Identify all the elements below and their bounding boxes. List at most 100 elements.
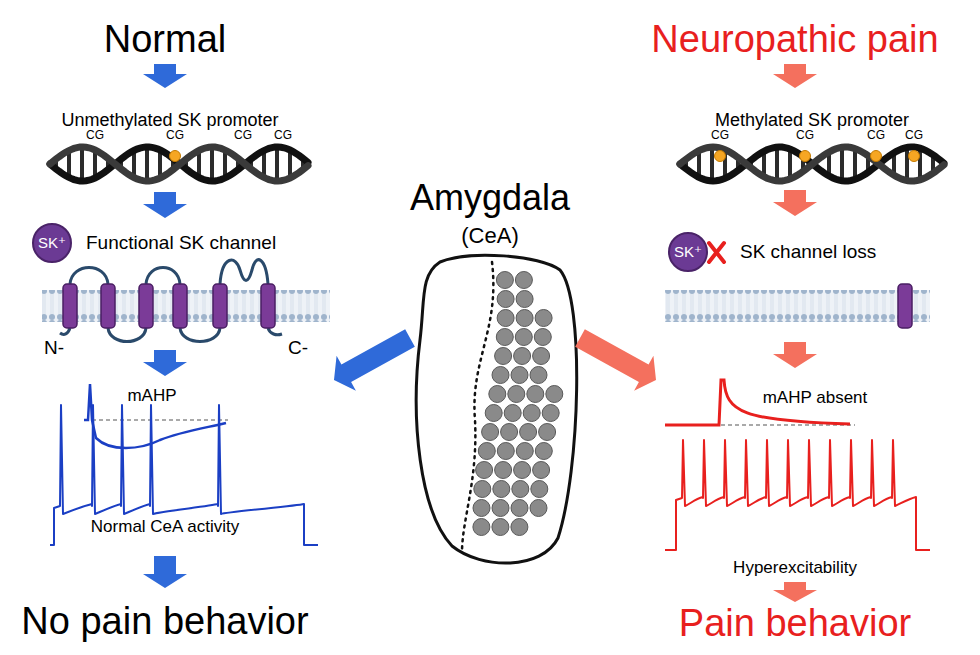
flow-arrow xyxy=(143,556,187,588)
base-pair xyxy=(840,147,844,180)
neuron xyxy=(492,367,509,384)
neuron xyxy=(514,462,531,479)
column-heading: Neuropathic pain xyxy=(651,19,938,61)
text-label: N- xyxy=(44,338,64,359)
neuron xyxy=(533,462,550,479)
neuron-dots xyxy=(473,272,563,536)
neuron xyxy=(514,348,531,365)
flow-arrow xyxy=(773,582,817,602)
neuron xyxy=(496,329,513,346)
cpg-site: CG xyxy=(166,129,184,142)
sk-channel-circle: SK⁺ xyxy=(32,223,72,263)
text-label: Amygdala xyxy=(410,178,570,218)
base-pair xyxy=(145,147,149,181)
flow-arrow xyxy=(570,320,665,397)
base-pair xyxy=(80,147,84,181)
neuron xyxy=(496,272,513,289)
base-pair xyxy=(210,147,214,181)
neuron xyxy=(501,424,518,441)
promoter-label: Unmethylated SK promoter xyxy=(61,111,278,131)
neuron xyxy=(516,291,533,308)
neuron xyxy=(511,500,528,517)
neuron xyxy=(492,500,509,517)
spike-trains xyxy=(50,405,930,550)
dna xyxy=(50,147,944,181)
base-pair xyxy=(775,147,779,181)
outcome-label: Pain behavior xyxy=(679,603,911,645)
flow-arrow xyxy=(143,64,187,88)
flow-arrow xyxy=(324,320,419,397)
cpg-site: CG xyxy=(86,129,104,142)
base-pair xyxy=(275,147,279,181)
neuron xyxy=(489,386,506,403)
neuron xyxy=(485,405,502,422)
base-pair xyxy=(853,149,857,180)
base-pair xyxy=(788,149,792,179)
neuron xyxy=(508,386,525,403)
dna-strand xyxy=(680,147,944,181)
text-label: Normal CeA activity xyxy=(91,518,239,537)
neuron xyxy=(495,462,512,479)
text-label: Functional SK channel xyxy=(86,233,276,254)
neuron xyxy=(476,462,493,479)
neuron xyxy=(535,443,552,460)
base-pair xyxy=(710,147,714,181)
neuron xyxy=(482,424,499,441)
neuron xyxy=(497,291,514,308)
text-label: Hyperexcitability xyxy=(733,559,857,578)
neuron xyxy=(530,367,547,384)
methyl-group xyxy=(871,151,882,162)
text-label: (CeA) xyxy=(461,224,518,248)
mahp-trace xyxy=(84,384,226,448)
amygdala-outline xyxy=(416,255,576,563)
dna-strand xyxy=(50,147,308,181)
spike-trace xyxy=(665,440,930,550)
flow-arrow xyxy=(773,342,817,368)
text-label: mAHP absent xyxy=(763,389,868,408)
channel-name: SK⁺ xyxy=(674,243,702,261)
promoter-label: Methylated SK promoter xyxy=(715,111,909,131)
channel-helices xyxy=(63,284,275,328)
methyl-group xyxy=(800,151,811,162)
neuron xyxy=(474,481,491,498)
neuron xyxy=(523,405,540,422)
channel-helix xyxy=(898,284,912,328)
cpg-site: CG xyxy=(711,129,729,142)
methyl-group xyxy=(170,151,181,162)
cpg-site: CG xyxy=(796,129,814,142)
flow-arrow xyxy=(773,190,817,216)
neuron xyxy=(511,519,528,536)
text-label: C- xyxy=(288,338,308,359)
neuron xyxy=(493,481,510,498)
cpg-site: CG xyxy=(905,129,923,142)
flow-arrow xyxy=(143,192,187,218)
neuron xyxy=(527,386,544,403)
methyl-group xyxy=(715,151,726,162)
channel-name: SK⁺ xyxy=(38,234,66,252)
neuron xyxy=(534,329,551,346)
neuron xyxy=(542,405,559,422)
neuron xyxy=(511,367,528,384)
flow-arrow xyxy=(773,64,817,88)
dna-strand xyxy=(680,147,944,181)
neuron xyxy=(520,424,537,441)
baseline-dashed xyxy=(85,419,228,420)
outcome-label: No pain behavior xyxy=(21,601,308,643)
neuron xyxy=(473,519,490,536)
base-pair xyxy=(905,147,909,180)
loss-cross xyxy=(709,243,724,262)
neuron xyxy=(515,272,532,289)
neuron xyxy=(531,481,548,498)
neuron xyxy=(530,500,547,517)
neuron xyxy=(516,443,533,460)
neuron xyxy=(473,500,490,517)
neuron xyxy=(504,405,521,422)
spike-trace xyxy=(50,405,318,545)
dna-strand xyxy=(50,147,308,181)
membrane-lipids xyxy=(665,290,930,322)
text-label: mAHP xyxy=(127,387,176,406)
cpg-site: CG xyxy=(867,129,885,142)
neuron xyxy=(497,310,514,327)
arrows xyxy=(143,64,817,602)
